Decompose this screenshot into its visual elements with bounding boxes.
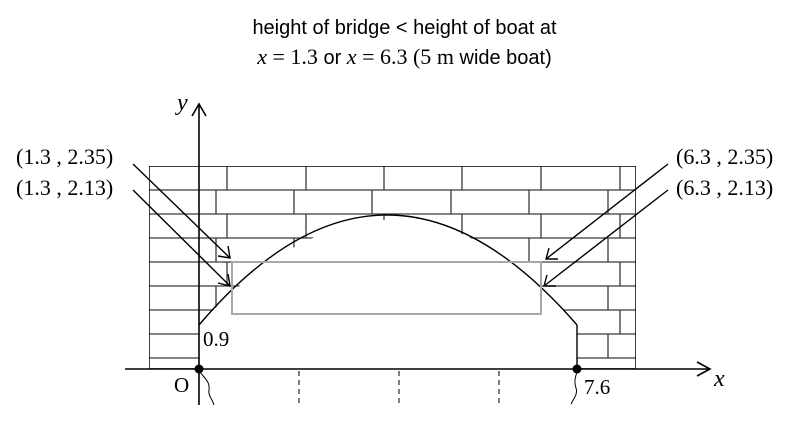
origin-label: O: [174, 373, 189, 397]
x-variable: x: [257, 44, 267, 69]
x-value-1: = 1.3: [266, 44, 318, 69]
diagram-title-line1: height of bridge < height of boat at: [252, 17, 557, 39]
x-value-2: = 6.3: [356, 44, 408, 69]
arrow-left-bottom: [132, 189, 231, 287]
right-base-point: [572, 364, 582, 374]
arrow-right-bottom: [543, 189, 669, 287]
arrow-right-top: [545, 163, 669, 260]
brick-joints-row-b: [215, 190, 609, 310]
x-axis: [125, 361, 712, 377]
dashed-guides: [298, 371, 500, 405]
diagram-title-line2: x = 1.3 or x = 6.3 (5 m wide boat): [0, 44, 809, 70]
boat-width-unit: m: [431, 44, 454, 69]
arrow-left-top: [132, 163, 231, 259]
origin-point: [194, 364, 204, 374]
y-axis-label: y: [175, 90, 188, 116]
bridge-arch-curve: [198, 214, 578, 326]
or-text: or: [317, 47, 347, 69]
y-intercept-label: 0.9: [203, 327, 229, 351]
right-base-label: 7.6: [584, 375, 610, 399]
left-bottom-point-label: (1.3 , 2.13): [16, 175, 113, 200]
left-bank-squiggle: [199, 371, 215, 406]
right-bottom-point-label: (6.3 , 2.13): [676, 175, 773, 200]
boat-outline: [231, 261, 542, 315]
left-top-point-label: (1.3 , 2.35): [16, 144, 113, 169]
x-variable: x: [346, 44, 357, 69]
boat-width-text: wide boat): [453, 47, 552, 69]
right-bank-squiggle: [570, 371, 578, 405]
x-axis-label: x: [713, 366, 725, 392]
boat-width-number: (5: [407, 44, 432, 69]
right-top-point-label: (6.3 , 2.35): [676, 144, 773, 169]
